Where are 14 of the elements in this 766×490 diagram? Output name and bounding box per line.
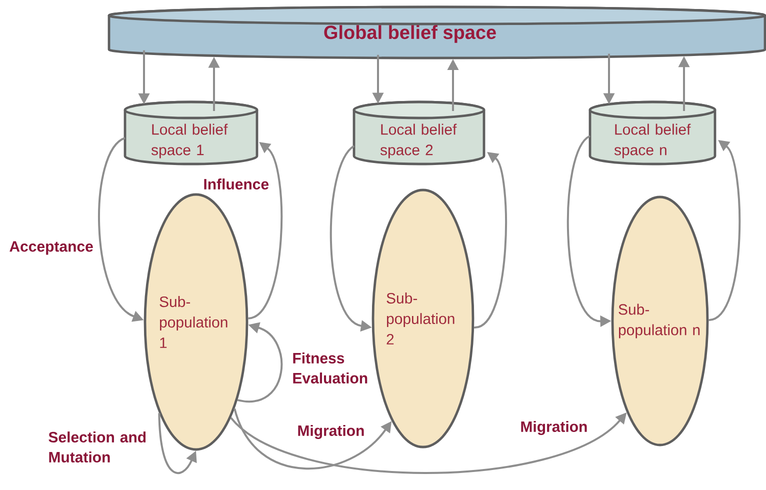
cylinder: Local belief space 2	[352, 100, 486, 166]
band-cylinder: Global belief space	[108, 6, 766, 60]
edge-label: Fitness Evaluation	[293, 352, 368, 384]
arrow	[708, 140, 741, 322]
edge-label: Selection and Mutation	[48, 431, 146, 462]
arrow	[158, 413, 197, 474]
cylinder: Local belief space n	[588, 100, 716, 166]
arrow	[474, 152, 507, 328]
edge-label: Migration	[298, 424, 364, 440]
edge-label: Influence	[204, 178, 269, 190]
arrow	[248, 142, 283, 320]
edge-label: Migration	[521, 420, 587, 436]
cylinder: Local belief space 1	[124, 100, 258, 166]
edge-label: Acceptance	[10, 241, 93, 255]
